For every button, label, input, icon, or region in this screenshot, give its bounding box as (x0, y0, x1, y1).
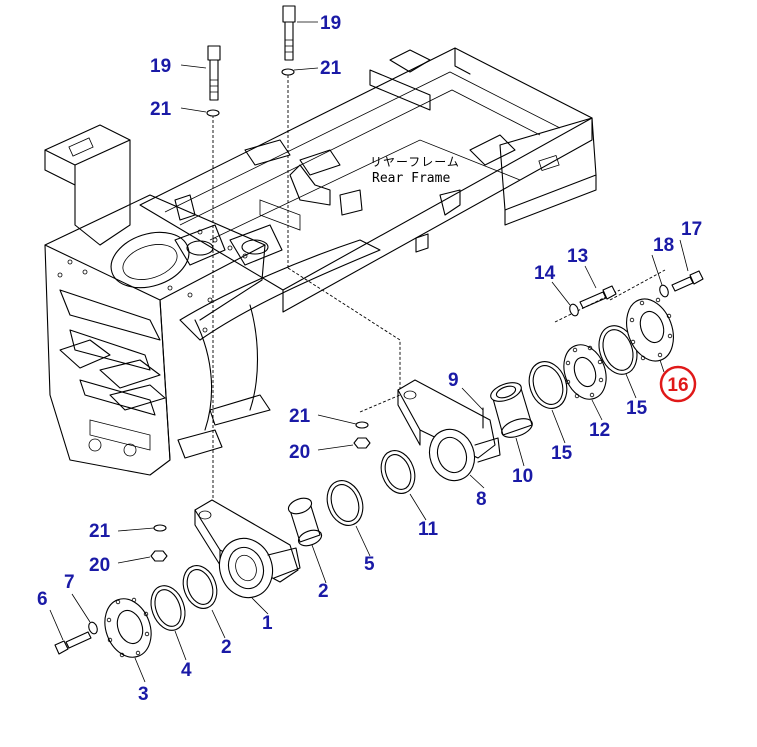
callout-21-mid: 21 (289, 406, 311, 427)
part-19-bolt-upper (282, 5, 296, 61)
part-17-bolt (671, 270, 704, 292)
part-21-washer-upper (281, 68, 295, 76)
callout-20-mid: 20 (289, 442, 310, 463)
callout-19-lower: 19 (150, 56, 171, 77)
part-20-nut-mid (353, 437, 371, 449)
callout-17: 17 (681, 219, 702, 240)
part-21-washer-lower (206, 109, 220, 117)
callout-21-upper: 21 (320, 58, 342, 79)
part-3-cover-plate (104, 597, 152, 658)
part-20-nut-low (150, 550, 168, 562)
callout-7: 7 (64, 572, 75, 593)
part-13-bolt (579, 285, 617, 309)
callout-18: 18 (653, 235, 674, 256)
callout-19-upper: 19 (320, 13, 341, 34)
part-1-hinge-bracket-lower (194, 499, 301, 599)
part-8-hinge-bracket-upper (397, 379, 501, 482)
frame-label-japanese: リヤーフレーム (370, 155, 460, 169)
callout-13: 13 (567, 246, 588, 267)
callout-14: 14 (534, 263, 556, 284)
callout-21-low: 21 (89, 521, 111, 542)
callout-15-mid: 15 (551, 443, 573, 464)
callout-5: 5 (364, 554, 375, 575)
callout-12: 12 (589, 420, 610, 441)
rear-frame-drawing (44, 47, 597, 476)
part-19-bolt-lower (207, 45, 221, 101)
callout-2-lower: 2 (221, 637, 232, 658)
callout-10: 10 (512, 466, 533, 487)
callout-16-highlight[interactable]: 16 (659, 365, 697, 403)
part-11-seal-ring (380, 450, 416, 494)
callout-6: 6 (37, 589, 48, 610)
part-2-bushing-lower (182, 565, 218, 609)
part-5-seal-ring (326, 480, 364, 526)
part-14-washer (569, 303, 579, 317)
callout-21-lower: 21 (150, 99, 172, 120)
callout-2-upper: 2 (318, 581, 329, 602)
callout-4: 4 (181, 660, 192, 681)
callout-3: 3 (138, 684, 149, 705)
callout-labels: 19 21 19 21 21 20 21 20 9 8 10 15 12 15 … (37, 13, 702, 705)
callout-15-right: 15 (626, 398, 648, 419)
part-15-seal-ring-mid (528, 361, 568, 409)
part-18-washer (659, 284, 669, 298)
part-16-cover (626, 297, 674, 362)
part-4-seal-ring (150, 585, 186, 631)
callout-11: 11 (418, 519, 439, 540)
frame-label-english: Rear Frame (372, 171, 450, 186)
callout-1: 1 (262, 613, 273, 634)
part-2-bushing-upper (287, 497, 323, 547)
part-6-bolt (54, 631, 92, 655)
part-10-bearing (490, 382, 533, 438)
part-12-shim-plate (563, 344, 607, 400)
callout-8: 8 (476, 489, 487, 510)
callout-leader-lines (49, 21, 689, 683)
part-7-washer (88, 621, 98, 635)
callout-9: 9 (448, 370, 459, 391)
part-21-washer-mid (355, 421, 369, 429)
part-21-washer-low (153, 524, 167, 532)
highlight-ring (659, 365, 697, 403)
callout-16: 16 (667, 375, 688, 396)
callout-20-low: 20 (89, 555, 110, 576)
